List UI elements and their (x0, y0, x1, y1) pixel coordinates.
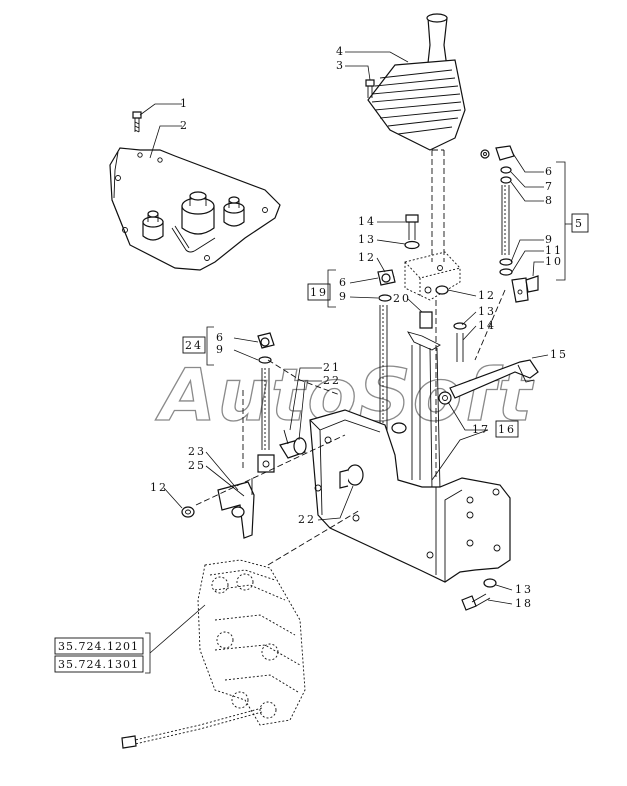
callout-9-right: 9 (545, 233, 554, 246)
callout-18: 18 (515, 597, 533, 610)
boxed-label-19: 19 (310, 286, 328, 299)
boxed-labels: 5 19 24 16 (182, 213, 589, 438)
left-control-rod (257, 332, 275, 473)
callout-6-left: 6 (216, 331, 225, 344)
callout-9-center: 9 (339, 290, 348, 303)
callout-1: 1 (180, 97, 189, 110)
pivot-block (381, 214, 461, 301)
gear-lever-with-boot (365, 13, 466, 262)
lower-left-bracket (181, 478, 255, 539)
boxed-label-16: 16 (498, 423, 516, 436)
callout-17: 17 (472, 423, 490, 436)
control-valve (121, 559, 306, 749)
callout-10: 10 (545, 255, 563, 268)
callout-13-top: 13 (358, 233, 376, 246)
callout-12-top: 12 (358, 251, 376, 264)
callout-15: 15 (550, 348, 568, 361)
callout-8: 8 (545, 194, 554, 207)
bushing-and-pin (279, 429, 307, 459)
lever-arm (438, 322, 539, 405)
callout-12-left: 12 (150, 481, 168, 494)
reference-codes: 35.724.1201 35.724.1301 (54, 637, 144, 673)
callout-3: 3 (336, 59, 345, 72)
callout-23: 23 (188, 445, 206, 458)
alignment-lines (195, 289, 506, 566)
callout-numbers: 1 2 3 4 5 6 7 8 9 11 10 14 13 12 6 9 20 … (150, 45, 568, 610)
boxed-label-5: 5 (575, 217, 584, 230)
callout-13-lower: 13 (515, 583, 533, 596)
reference-code-2: 35.724.1301 (58, 658, 139, 671)
reference-code-1: 35.724.1201 (58, 640, 139, 653)
callout-4: 4 (336, 45, 345, 58)
callout-9-left: 9 (216, 343, 225, 356)
callout-12-right: 12 (478, 289, 496, 302)
callout-11: 11 (545, 244, 563, 257)
callout-2: 2 (180, 119, 189, 132)
callout-20: 20 (393, 292, 411, 305)
leader-lines (139, 51, 549, 654)
callout-13-right: 13 (478, 305, 496, 318)
callout-14-top: 14 (358, 215, 376, 228)
callout-6-center: 6 (339, 276, 348, 289)
callout-21: 21 (323, 361, 341, 374)
callout-6-right: 6 (545, 165, 554, 178)
mounting-bracket (309, 409, 511, 583)
callout-7: 7 (545, 180, 554, 193)
callout-22-upper: 22 (323, 374, 341, 387)
callout-25: 25 (188, 459, 206, 472)
boxed-label-24: 24 (185, 339, 203, 352)
callout-22-lower: 22 (298, 513, 316, 526)
right-control-rod (480, 145, 539, 303)
group-brackets (145, 161, 572, 674)
lower-right-bolt (461, 578, 497, 611)
callout-14-right: 14 (478, 319, 496, 332)
cover-plate-assembly (109, 111, 281, 271)
